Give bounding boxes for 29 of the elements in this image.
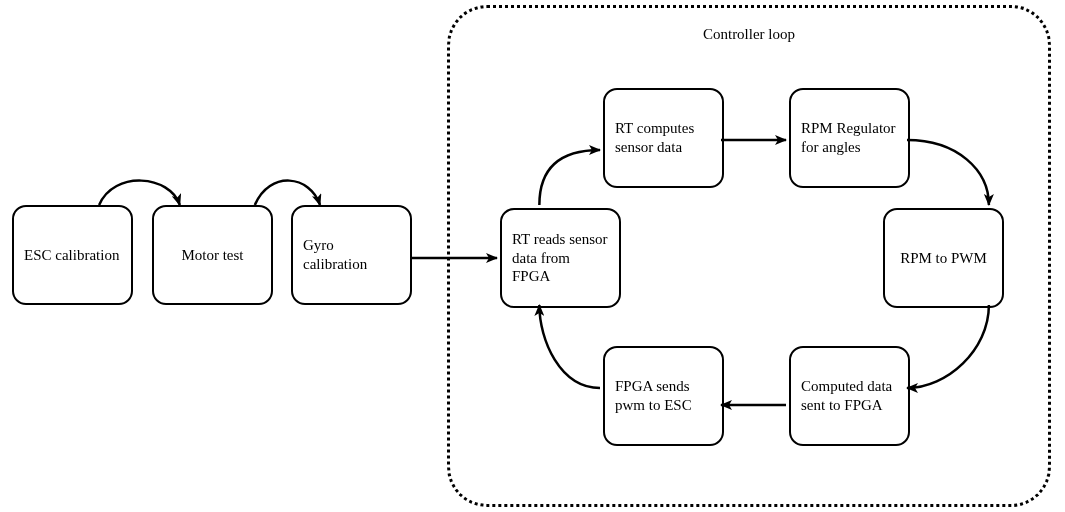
box-label: Gyro calibration (303, 236, 369, 274)
dotted-group-border (447, 5, 1051, 507)
arrow (720, 400, 786, 410)
process-box (789, 346, 910, 446)
box-label: RT reads sensor data from FPGA (512, 229, 609, 287)
box-label: Motor test (181, 245, 244, 265)
process-box (789, 88, 910, 188)
arrow (253, 179, 322, 206)
box-label: RPM to PWM (900, 248, 987, 268)
process-box (603, 88, 724, 188)
process-box (603, 346, 724, 446)
process-box (152, 205, 273, 305)
box-label: FPGA sends pwm to ESC (615, 377, 693, 415)
box-label: Computed data sent to FPGA (801, 377, 894, 415)
arrow (906, 138, 994, 206)
process-box (500, 208, 621, 308)
process-box (12, 205, 133, 305)
group-title: Controller loop (702, 26, 796, 43)
process-box (883, 208, 1004, 308)
arrow (538, 145, 601, 206)
arrow (906, 304, 991, 393)
process-box (291, 205, 412, 305)
arrow (534, 304, 601, 390)
arrow (721, 135, 787, 145)
box-label: RT computes sensor data (615, 119, 696, 157)
box-label: RPM Regulator for angles (801, 119, 897, 157)
arrow (412, 253, 498, 263)
box-label: ESC calibration (24, 245, 120, 265)
arrow (98, 179, 181, 206)
